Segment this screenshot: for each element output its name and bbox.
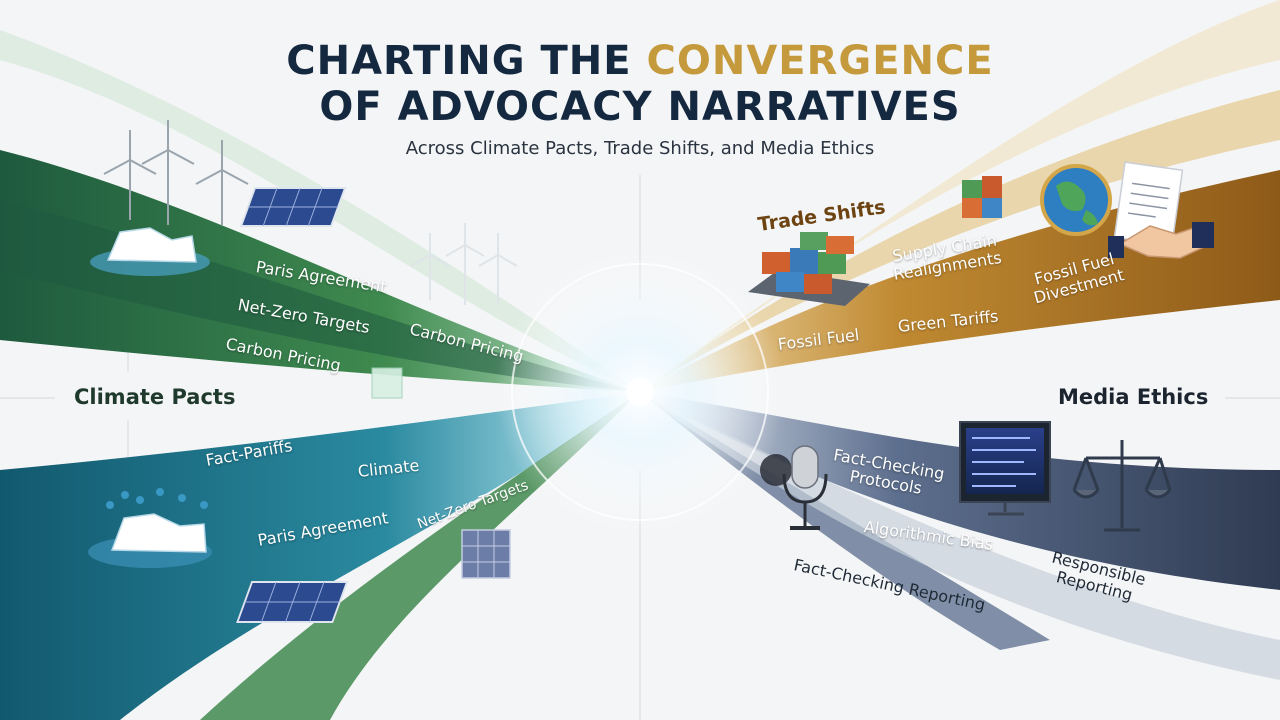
section-climate-pacts: Climate Pacts [74, 385, 236, 409]
cube-icon [371, 367, 403, 399]
main-title-line-2: OF ADVOCACY NARRATIVES [319, 84, 961, 130]
wind-turbine-icon [410, 223, 518, 305]
shipping-containers-icon [962, 176, 1002, 218]
main-title-line-1: CHARTING THE CONVERGENCE [0, 38, 1280, 84]
iceberg-icon [88, 513, 212, 568]
wind-turbine-icon [103, 120, 249, 225]
solar-panel-icon [239, 187, 347, 227]
microphone-icon [760, 445, 828, 530]
section-media-ethics: Media Ethics [1058, 385, 1209, 409]
title-part-1: CHARTING THE [286, 38, 647, 84]
bg-ribbon-gold [640, 0, 1280, 392]
media-light-band [640, 392, 1280, 680]
iceberg-icon [90, 227, 210, 276]
subtitle: Across Climate Pacts, Trade Shifts, and … [405, 138, 875, 159]
cube-icon [461, 529, 511, 579]
title-part-2: CONVERGENCE [646, 38, 994, 84]
solar-panel-icon [236, 581, 349, 623]
globe-icon [1040, 164, 1112, 236]
scales-icon [1072, 440, 1172, 532]
handshake-icon [1108, 222, 1214, 259]
climate-lower-band [0, 392, 640, 720]
trade-light-band [640, 90, 1280, 392]
climate-upper-band [0, 150, 640, 392]
news-monitor-icon [959, 421, 1051, 516]
water-drop-icon [106, 488, 208, 509]
shipping-containers-icon [748, 232, 870, 306]
